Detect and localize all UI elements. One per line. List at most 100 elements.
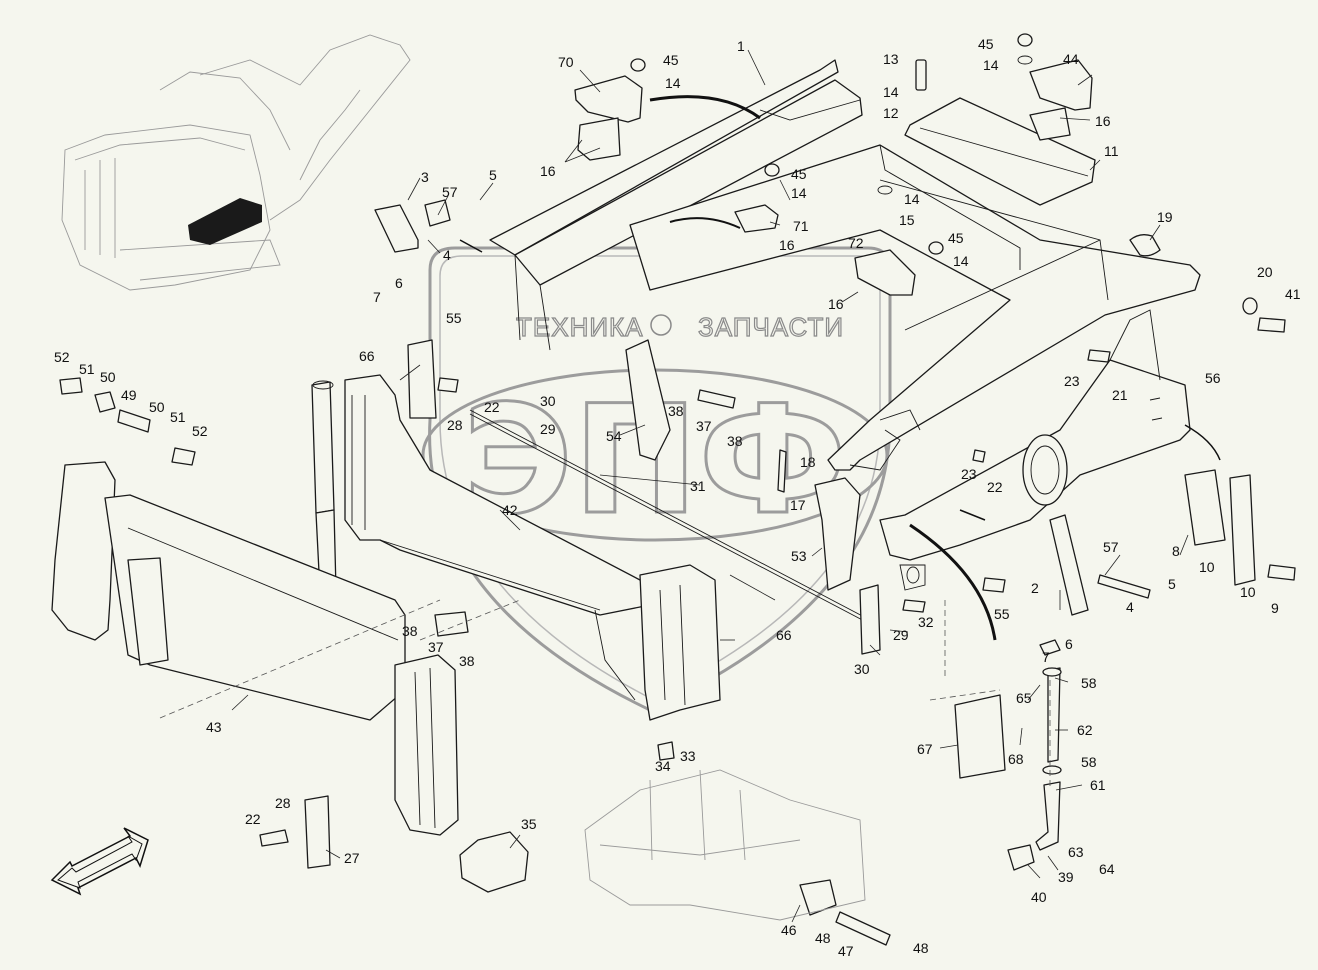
- callout-3: 3: [421, 169, 429, 185]
- callout-54: 54: [606, 428, 622, 444]
- callout-57: 57: [1103, 539, 1119, 555]
- callout-45: 45: [978, 36, 994, 52]
- callout-52: 52: [192, 423, 208, 439]
- callout-16: 16: [779, 237, 795, 253]
- watermark-text-left: ТЕХНИКА: [516, 312, 644, 342]
- callout-66: 66: [359, 348, 375, 364]
- callout-17: 17: [790, 497, 806, 513]
- callout-52: 52: [54, 349, 70, 365]
- callout-12: 12: [883, 105, 899, 121]
- callout-57: 57: [442, 184, 458, 200]
- assembly-arrows: [459, 95, 1221, 641]
- gear-icon: [650, 314, 672, 336]
- callout-9: 9: [1271, 600, 1279, 616]
- alignment-lines: [159, 599, 1051, 790]
- callout-44: 44: [1063, 51, 1079, 67]
- callout-37: 37: [428, 639, 444, 655]
- callout-4: 4: [1126, 599, 1134, 615]
- callout-45: 45: [663, 52, 679, 68]
- callout-38: 38: [727, 433, 743, 449]
- callout-21: 21: [1112, 387, 1128, 403]
- callout-27: 27: [344, 850, 360, 866]
- callout-7: 7: [1042, 649, 1050, 665]
- callout-10: 10: [1199, 559, 1215, 575]
- base-pedestal: [584, 769, 866, 921]
- callout-48: 48: [913, 940, 929, 956]
- callout-14: 14: [904, 191, 920, 207]
- callout-28: 28: [447, 417, 463, 433]
- callout-16: 16: [1095, 113, 1111, 129]
- callout-2: 2: [1031, 580, 1039, 596]
- hydraulic-cylinder: [311, 380, 337, 593]
- callout-70: 70: [558, 54, 574, 70]
- callout-37: 37: [696, 418, 712, 434]
- small-parts: [59, 33, 1296, 946]
- callout-23: 23: [1064, 373, 1080, 389]
- callout-58: 58: [1081, 675, 1097, 691]
- callout-55: 55: [446, 310, 462, 326]
- callout-43: 43: [206, 719, 222, 735]
- callout-30: 30: [540, 393, 556, 409]
- callout-46: 46: [781, 922, 797, 938]
- callout-20: 20: [1257, 264, 1273, 280]
- callout-58: 58: [1081, 754, 1097, 770]
- machine-overview: [61, 34, 411, 291]
- callout-10: 10: [1240, 584, 1256, 600]
- direction-arrow-icon: [50, 827, 149, 896]
- callout-7: 7: [373, 289, 381, 305]
- cross-beam-43: [51, 461, 459, 836]
- callout-14: 14: [983, 57, 999, 73]
- callout-29: 29: [540, 421, 556, 437]
- callout-62: 62: [1077, 722, 1093, 738]
- callout-5: 5: [1168, 576, 1176, 592]
- callout-29: 29: [893, 627, 909, 643]
- callout-32: 32: [918, 614, 934, 630]
- callout-labels: 1 70 45 14 16 3 57 5 4 6 7 55 45 14 71 1…: [54, 36, 1301, 959]
- callout-34: 34: [655, 758, 671, 774]
- leader-lines: [231, 49, 1189, 923]
- callout-64: 64: [1099, 861, 1115, 877]
- callout-14: 14: [953, 253, 969, 269]
- callout-13: 13: [883, 51, 899, 67]
- callout-41: 41: [1285, 286, 1301, 302]
- callout-67: 67: [917, 741, 933, 757]
- watermark-text-right: ЗАПЧАСТИ: [698, 312, 844, 342]
- callout-6: 6: [395, 275, 403, 291]
- side-column-66: [344, 339, 721, 721]
- callout-49: 49: [121, 387, 137, 403]
- callout-31: 31: [690, 478, 706, 494]
- callout-5: 5: [489, 167, 497, 183]
- callout-22: 22: [245, 811, 261, 827]
- callout-8: 8: [1172, 543, 1180, 559]
- callout-68: 68: [1008, 751, 1024, 767]
- callout-39: 39: [1058, 869, 1074, 885]
- callout-50: 50: [100, 369, 116, 385]
- callout-50: 50: [149, 399, 165, 415]
- callout-40: 40: [1031, 889, 1047, 905]
- callout-16: 16: [540, 163, 556, 179]
- callout-53: 53: [791, 548, 807, 564]
- callout-48: 48: [815, 930, 831, 946]
- callout-18: 18: [800, 454, 816, 470]
- callout-14: 14: [791, 185, 807, 201]
- callout-72: 72: [848, 235, 864, 251]
- callout-38: 38: [668, 403, 684, 419]
- callout-63: 63: [1068, 844, 1084, 860]
- callout-16: 16: [828, 296, 844, 312]
- callout-45: 45: [791, 166, 807, 182]
- callout-55: 55: [994, 606, 1010, 622]
- callout-23: 23: [961, 466, 977, 482]
- guide-plate-53: [814, 477, 861, 591]
- callout-14: 14: [665, 75, 681, 91]
- callout-4: 4: [443, 247, 451, 263]
- callout-14: 14: [883, 84, 899, 100]
- callout-6: 6: [1065, 636, 1073, 652]
- callout-28: 28: [275, 795, 291, 811]
- callout-22: 22: [484, 399, 500, 415]
- callout-33: 33: [680, 748, 696, 764]
- callout-47: 47: [838, 943, 854, 959]
- callout-56: 56: [1205, 370, 1221, 386]
- callout-61: 61: [1090, 777, 1106, 793]
